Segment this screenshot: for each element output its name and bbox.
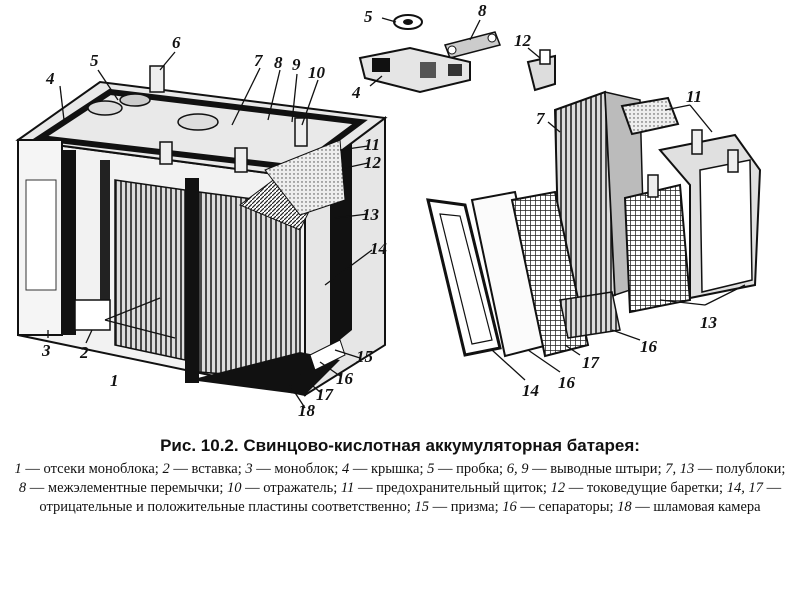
- label-18: 18: [298, 401, 316, 420]
- legend-number: 1: [14, 461, 22, 477]
- legend-text: — предохранительный щиток;: [354, 480, 551, 496]
- label-4: 4: [45, 69, 55, 88]
- legend-text: — токоведущие баретки;: [565, 480, 727, 496]
- legend-number: 4: [342, 461, 350, 477]
- legend-number: 2: [162, 461, 170, 477]
- legend-number: 8: [18, 480, 27, 496]
- legend-number: 3: [245, 461, 253, 477]
- legend-number: 18: [617, 499, 632, 515]
- figure-caption: Рис. 10.2. Свинцово-кислотная аккумулято…: [8, 436, 792, 517]
- label-11-right: 11: [686, 87, 702, 106]
- legend-text: — сепараторы;: [516, 499, 618, 515]
- legend-text: — призма;: [429, 499, 503, 515]
- battery-assembly: [15, 51, 388, 409]
- label-16: 16: [336, 369, 354, 388]
- legend-text: — отрицательные и положительные пластины…: [39, 480, 782, 515]
- legend-number: 11: [340, 480, 355, 496]
- legend-text: — шламовая камера: [631, 499, 761, 515]
- label-5-top: 5: [364, 7, 373, 26]
- loose-parts: [358, 14, 556, 94]
- label-8: 8: [274, 53, 283, 72]
- battery-diagram: 1 2 3 4 5 6 7 8 9 10 11 12 13 14 15 16 1…: [15, 1, 762, 420]
- legend-number: 10: [227, 480, 242, 496]
- label-10: 10: [308, 63, 326, 82]
- label-12: 12: [364, 153, 382, 172]
- label-8-top: 8: [478, 1, 487, 20]
- legend-number: 6, 9: [506, 461, 529, 477]
- legend-text: — отражатель;: [241, 480, 341, 496]
- exploded-view: [426, 90, 762, 381]
- label-13: 13: [362, 205, 380, 224]
- legend-text: — полублоки;: [694, 461, 786, 477]
- caption-title: Рис. 10.2. Свинцово-кислотная аккумулято…: [160, 436, 640, 455]
- label-13-right: 13: [700, 313, 718, 332]
- legend-text: — отсеки моноблока;: [21, 461, 163, 477]
- legend-text: — пробка;: [434, 461, 507, 477]
- caption-legend: 1 — отсеки моноблока; 2 — вставка; 3 — м…: [8, 460, 792, 517]
- label-9: 9: [292, 55, 301, 74]
- label-7: 7: [254, 51, 264, 70]
- legend-text: — межэлементные перемычки;: [26, 480, 227, 496]
- legend-number: 12: [550, 480, 566, 496]
- part-labels: 1 2 3 4 5 6 7 8 9 10 11 12 13 14 15 16 1…: [41, 1, 718, 420]
- label-17-right: 17: [582, 353, 601, 372]
- label-16-bottom: 16: [558, 373, 576, 392]
- label-14: 14: [370, 239, 387, 258]
- label-15: 15: [356, 347, 374, 366]
- legend-text: — вставка;: [169, 461, 246, 477]
- legend-number: 7, 13: [665, 461, 695, 477]
- label-6: 6: [172, 33, 181, 52]
- legend-number: 16: [502, 499, 517, 515]
- legend-text: — крышка;: [349, 461, 428, 477]
- legend-text: — моноблок;: [252, 461, 343, 477]
- label-3: 3: [41, 341, 51, 360]
- label-12-right: 12: [514, 31, 532, 50]
- label-11: 11: [364, 135, 380, 154]
- label-1: 1: [110, 371, 119, 390]
- label-2: 2: [79, 343, 89, 362]
- label-14-right: 14: [522, 381, 539, 400]
- label-16-right: 16: [640, 337, 658, 356]
- label-4-top: 4: [351, 83, 361, 102]
- label-7-right: 7: [536, 109, 546, 128]
- label-5: 5: [90, 51, 99, 70]
- label-17: 17: [316, 385, 335, 404]
- legend-number: 5: [427, 461, 435, 477]
- legend-number: 15: [414, 499, 430, 515]
- legend-text: — выводные штыри;: [528, 461, 666, 477]
- legend-number: 14, 17: [726, 480, 763, 496]
